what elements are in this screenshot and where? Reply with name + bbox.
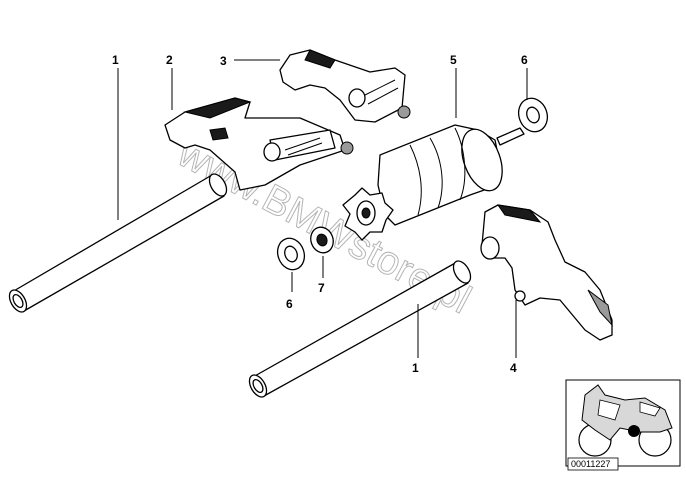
shift-drum: [342, 124, 525, 241]
shift-fork-3: [279, 49, 411, 123]
washer-6-left: [276, 237, 306, 271]
washer-6-right: [517, 97, 549, 133]
vehicle-thumbnail: 00011227: [565, 379, 681, 471]
shift-fork-2: [164, 97, 354, 191]
callout-4: 4: [510, 361, 517, 375]
callout-3: 3: [220, 54, 227, 68]
callout-6-right: 6: [521, 53, 528, 67]
shift-rail-lower: [248, 260, 472, 398]
callout-2: 2: [166, 53, 173, 67]
shift-fork-4: [480, 204, 613, 341]
diagram-code: 00011227: [571, 459, 610, 469]
motorcycle-icon: [578, 384, 673, 457]
callout-1-upper: 1: [112, 53, 119, 67]
callout-5: 5: [450, 53, 457, 67]
callout-7: 7: [318, 281, 325, 295]
washer-7: [310, 226, 334, 254]
callout-6-left: 6: [286, 297, 293, 311]
shift-rail-upper: [8, 173, 228, 313]
callout-1-lower: 1: [412, 361, 419, 375]
location-marker: [628, 425, 640, 437]
leader-lines: [117, 59, 528, 358]
